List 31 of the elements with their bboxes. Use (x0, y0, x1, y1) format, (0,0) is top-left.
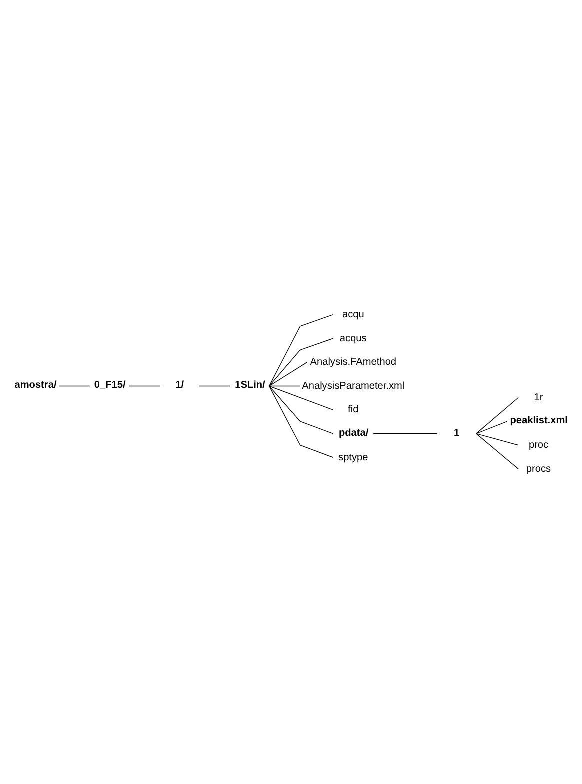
node-text: 0_F15/ (94, 380, 126, 392)
connector (269, 314, 334, 387)
connector (269, 362, 308, 387)
node-text: proc (528, 440, 549, 452)
connector (476, 433, 519, 446)
node-text: 1r (534, 392, 544, 404)
connector (269, 386, 301, 387)
connector (269, 386, 334, 410)
connector (59, 386, 91, 387)
node-text: sptype (338, 452, 368, 464)
node-text: acqu (342, 309, 364, 320)
connector (269, 386, 334, 458)
connector (199, 386, 231, 387)
node-text: acqus (340, 333, 367, 344)
connector (129, 386, 161, 387)
node-text: 1/ (176, 380, 184, 392)
node-text: fid (348, 404, 359, 416)
node-text: 1SLin/ (235, 380, 266, 392)
node-text: amostra/ (14, 380, 57, 392)
node-text: pdata/ (338, 428, 369, 439)
connector (476, 433, 519, 470)
node-text: 1 (454, 428, 460, 439)
node-text: Analysis.FAmethod (310, 357, 397, 368)
connector (269, 386, 334, 434)
connector (476, 421, 508, 434)
connector (373, 433, 438, 434)
node-text: procs (526, 464, 552, 475)
node-text: peaklist.xml (510, 416, 568, 427)
node-text: AnalysisParameter.xml (302, 380, 405, 392)
connector (476, 397, 519, 434)
connector (269, 338, 334, 387)
